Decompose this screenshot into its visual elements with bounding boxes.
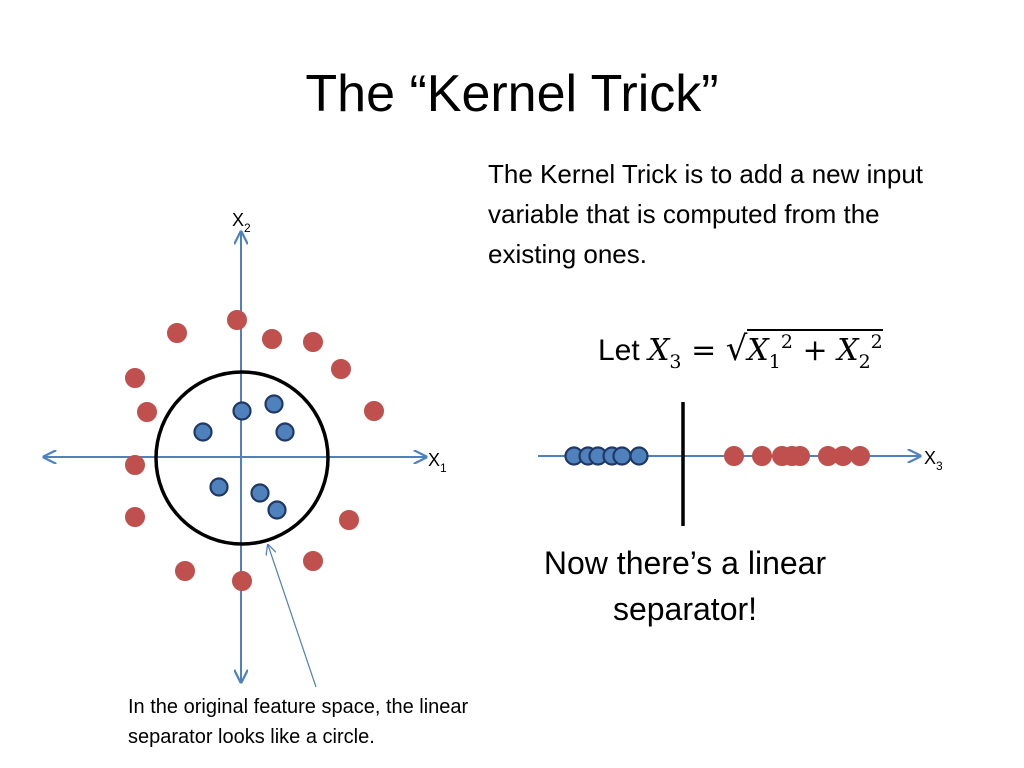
kernel-trick-description: The Kernel Trick is to add a new input v… xyxy=(488,159,924,269)
outer-class-point xyxy=(232,571,252,591)
inner-class-point xyxy=(193,422,213,442)
outer-class-point xyxy=(175,561,195,581)
inner-class-point xyxy=(250,483,270,503)
outer-class-point xyxy=(125,507,145,527)
inner-class-point xyxy=(232,401,252,421)
caption-pointer-arrow xyxy=(268,545,317,688)
formula-equals: = xyxy=(691,333,717,368)
formula-x1-sub: 1 xyxy=(768,351,781,373)
outer-class-point xyxy=(137,402,157,422)
formula-x1-sup: 2 xyxy=(780,331,793,353)
outer-class-point-projected xyxy=(790,446,810,466)
outer-class-point xyxy=(125,455,145,475)
outer-class-point-projected xyxy=(833,446,853,466)
outer-class-point xyxy=(227,310,247,330)
inner-class-point xyxy=(275,422,295,442)
outer-class-point xyxy=(339,510,359,530)
outer-class-point xyxy=(331,359,351,379)
formula-plus: + xyxy=(802,333,828,368)
outer-class-point-projected xyxy=(724,446,744,466)
slide-title: The “Kernel Trick” xyxy=(305,65,719,123)
inner-class-point xyxy=(209,477,229,497)
outer-class-point xyxy=(303,332,323,352)
kernel-formula: Let X3 = √X12 + X22 xyxy=(598,326,883,377)
formula-x2-var: X xyxy=(837,333,859,368)
formula-x3-var: X xyxy=(648,333,670,368)
formula-math: X3 = √X12 + X22 xyxy=(648,329,883,373)
outer-class-point xyxy=(364,401,384,421)
formula-x1-var: X xyxy=(747,333,769,368)
formula-let: Let xyxy=(598,334,640,367)
inner-class-point xyxy=(267,500,287,520)
circle-caption: In the original feature space, the linea… xyxy=(128,696,469,748)
formula-x2-sub: 2 xyxy=(858,351,871,373)
x2-axis-label: X2 xyxy=(232,210,251,235)
outer-class-point xyxy=(167,323,187,343)
line-points xyxy=(564,446,870,466)
inner-class-point xyxy=(264,394,284,414)
x3-axis-label: X3 xyxy=(924,448,943,473)
formula-x3-sub: 3 xyxy=(669,351,682,373)
left-points xyxy=(125,310,384,591)
separator-note: Now there’s a linear separator! xyxy=(543,545,827,627)
original-feature-space: X2 X1 xyxy=(44,210,447,688)
x1-axis-label: X1 xyxy=(428,450,447,475)
inner-class-point-projected xyxy=(612,446,632,466)
outer-class-point xyxy=(303,551,323,571)
outer-class-point-projected xyxy=(752,446,772,466)
inner-class-point-projected xyxy=(629,446,649,466)
outer-class-point-projected xyxy=(850,446,870,466)
transformed-feature-space: X3 xyxy=(538,402,943,526)
sqrt-symbol-icon: √ xyxy=(725,329,748,369)
outer-class-point xyxy=(125,368,145,388)
circular-separator xyxy=(154,370,330,546)
outer-class-point xyxy=(262,329,282,349)
formula-x2-sup: 2 xyxy=(870,331,883,353)
formula-radicand: X12 + X22 xyxy=(747,329,883,373)
